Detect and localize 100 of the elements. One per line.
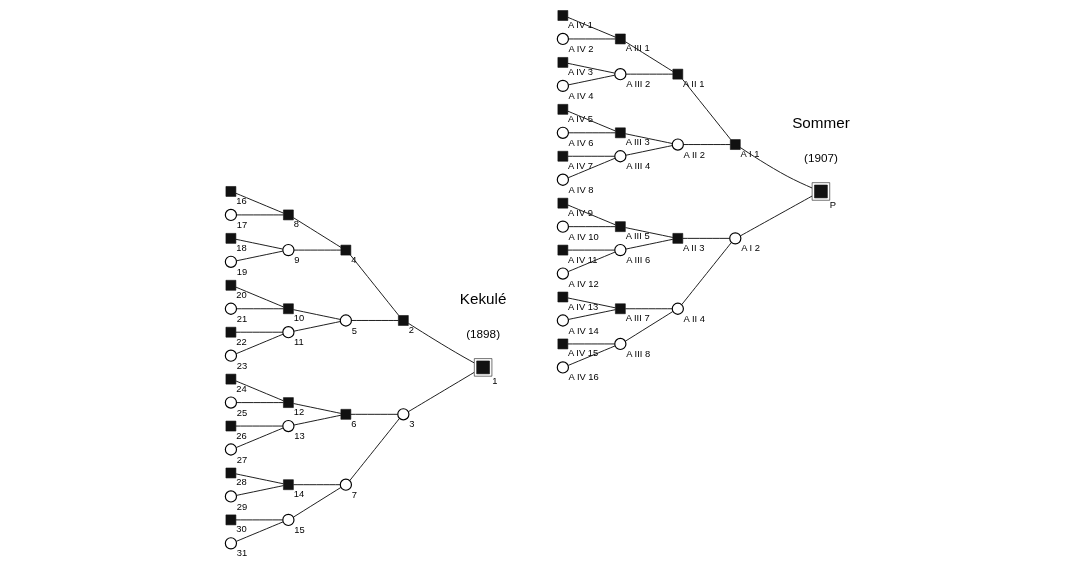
node-label: A III 5 [625,231,650,242]
node-label: 26 [235,430,247,441]
node-label: A III 8 [625,349,650,360]
node-label: 30 [235,524,247,535]
node-label: 13 [293,431,305,442]
node-circle [671,138,684,151]
node-label: 1 [491,375,497,386]
node-label: 2 [408,324,414,335]
node-circle [224,255,237,268]
connector [235,214,284,216]
node-label: A IV 4 [568,90,594,101]
connector [292,484,341,486]
node-label: A IV 14 [568,325,599,336]
node-label: 15 [293,524,305,535]
node-label: 8 [293,219,299,230]
node-label: A IV 2 [568,44,594,55]
node-label: A III 2 [625,79,650,90]
node-box [557,338,568,350]
connector [407,322,475,364]
node-label: A IV 12 [568,278,599,289]
connector [567,38,616,40]
node-circle [224,396,237,409]
label: (1898) [465,327,500,341]
node-box [225,186,236,197]
node-circle [224,490,237,503]
node-label: 11 [293,337,304,348]
connector [624,145,673,156]
connector [293,414,341,426]
node-circle [281,419,295,433]
connector [234,238,283,250]
node-label: 17 [236,219,247,230]
node-label: 9 [293,255,300,266]
node-box [614,221,626,232]
node-box [225,467,236,479]
node-circle [671,302,684,315]
connector [625,73,673,75]
node-label: A III 3 [625,137,650,148]
node-label: 29 [236,501,247,512]
node-label: A IV 16 [568,372,599,383]
node-box [729,139,741,150]
node-label: A I 1 [740,149,759,160]
connector [567,157,615,179]
node-label: 21 [236,313,247,324]
connector [293,249,341,251]
node-label: 24 [235,383,247,394]
connector [348,418,400,482]
node-box [614,303,626,315]
node-label: 16 [235,195,247,206]
node-label: 27 [236,454,247,465]
connector [234,425,283,427]
node-circle [339,478,352,491]
node-box [557,151,568,162]
connector [407,371,475,413]
connector [624,311,673,342]
connector [567,251,615,273]
node-label: 5 [351,325,357,336]
connector [739,147,812,189]
node-label: A I 2 [740,243,760,254]
node-box [614,127,626,139]
node-circle [224,537,237,550]
node-circle [613,150,626,163]
node-label: A IV 6 [568,137,594,148]
connector [624,308,673,310]
connector [292,309,341,320]
connector [292,321,341,332]
node-box [557,57,568,68]
node-label: A II 2 [683,149,705,160]
node-box [225,280,236,291]
node-label: A IV 10 [568,231,599,242]
connector [567,345,615,366]
connector [235,380,284,402]
node-circle [281,513,295,527]
node-label: A IV 5 [567,113,593,124]
node-circle [613,243,626,257]
node-label: A IV 1 [567,20,593,30]
connector [739,195,813,237]
node-circle [224,302,237,315]
node-circle [556,173,569,186]
label: Sommer [791,114,850,132]
node-circle [556,314,569,327]
node-circle [613,68,626,81]
node-box [282,303,294,315]
node-label: A III 4 [625,161,650,172]
node-label: A IV 13 [567,301,598,312]
connector [566,62,615,74]
node-label: 20 [235,289,247,300]
node-box [614,33,626,45]
node-box [672,233,683,244]
connector [235,308,284,310]
connector [235,333,283,355]
connector [235,192,284,214]
node-circle [396,408,409,421]
node-label: P [829,199,836,210]
connector [682,144,731,145]
node-label: 31 [236,548,247,559]
connector [566,343,615,345]
node-box [282,479,294,490]
node-box [225,233,236,244]
node-label: A III 7 [625,313,650,324]
node-label: 7 [351,489,357,500]
